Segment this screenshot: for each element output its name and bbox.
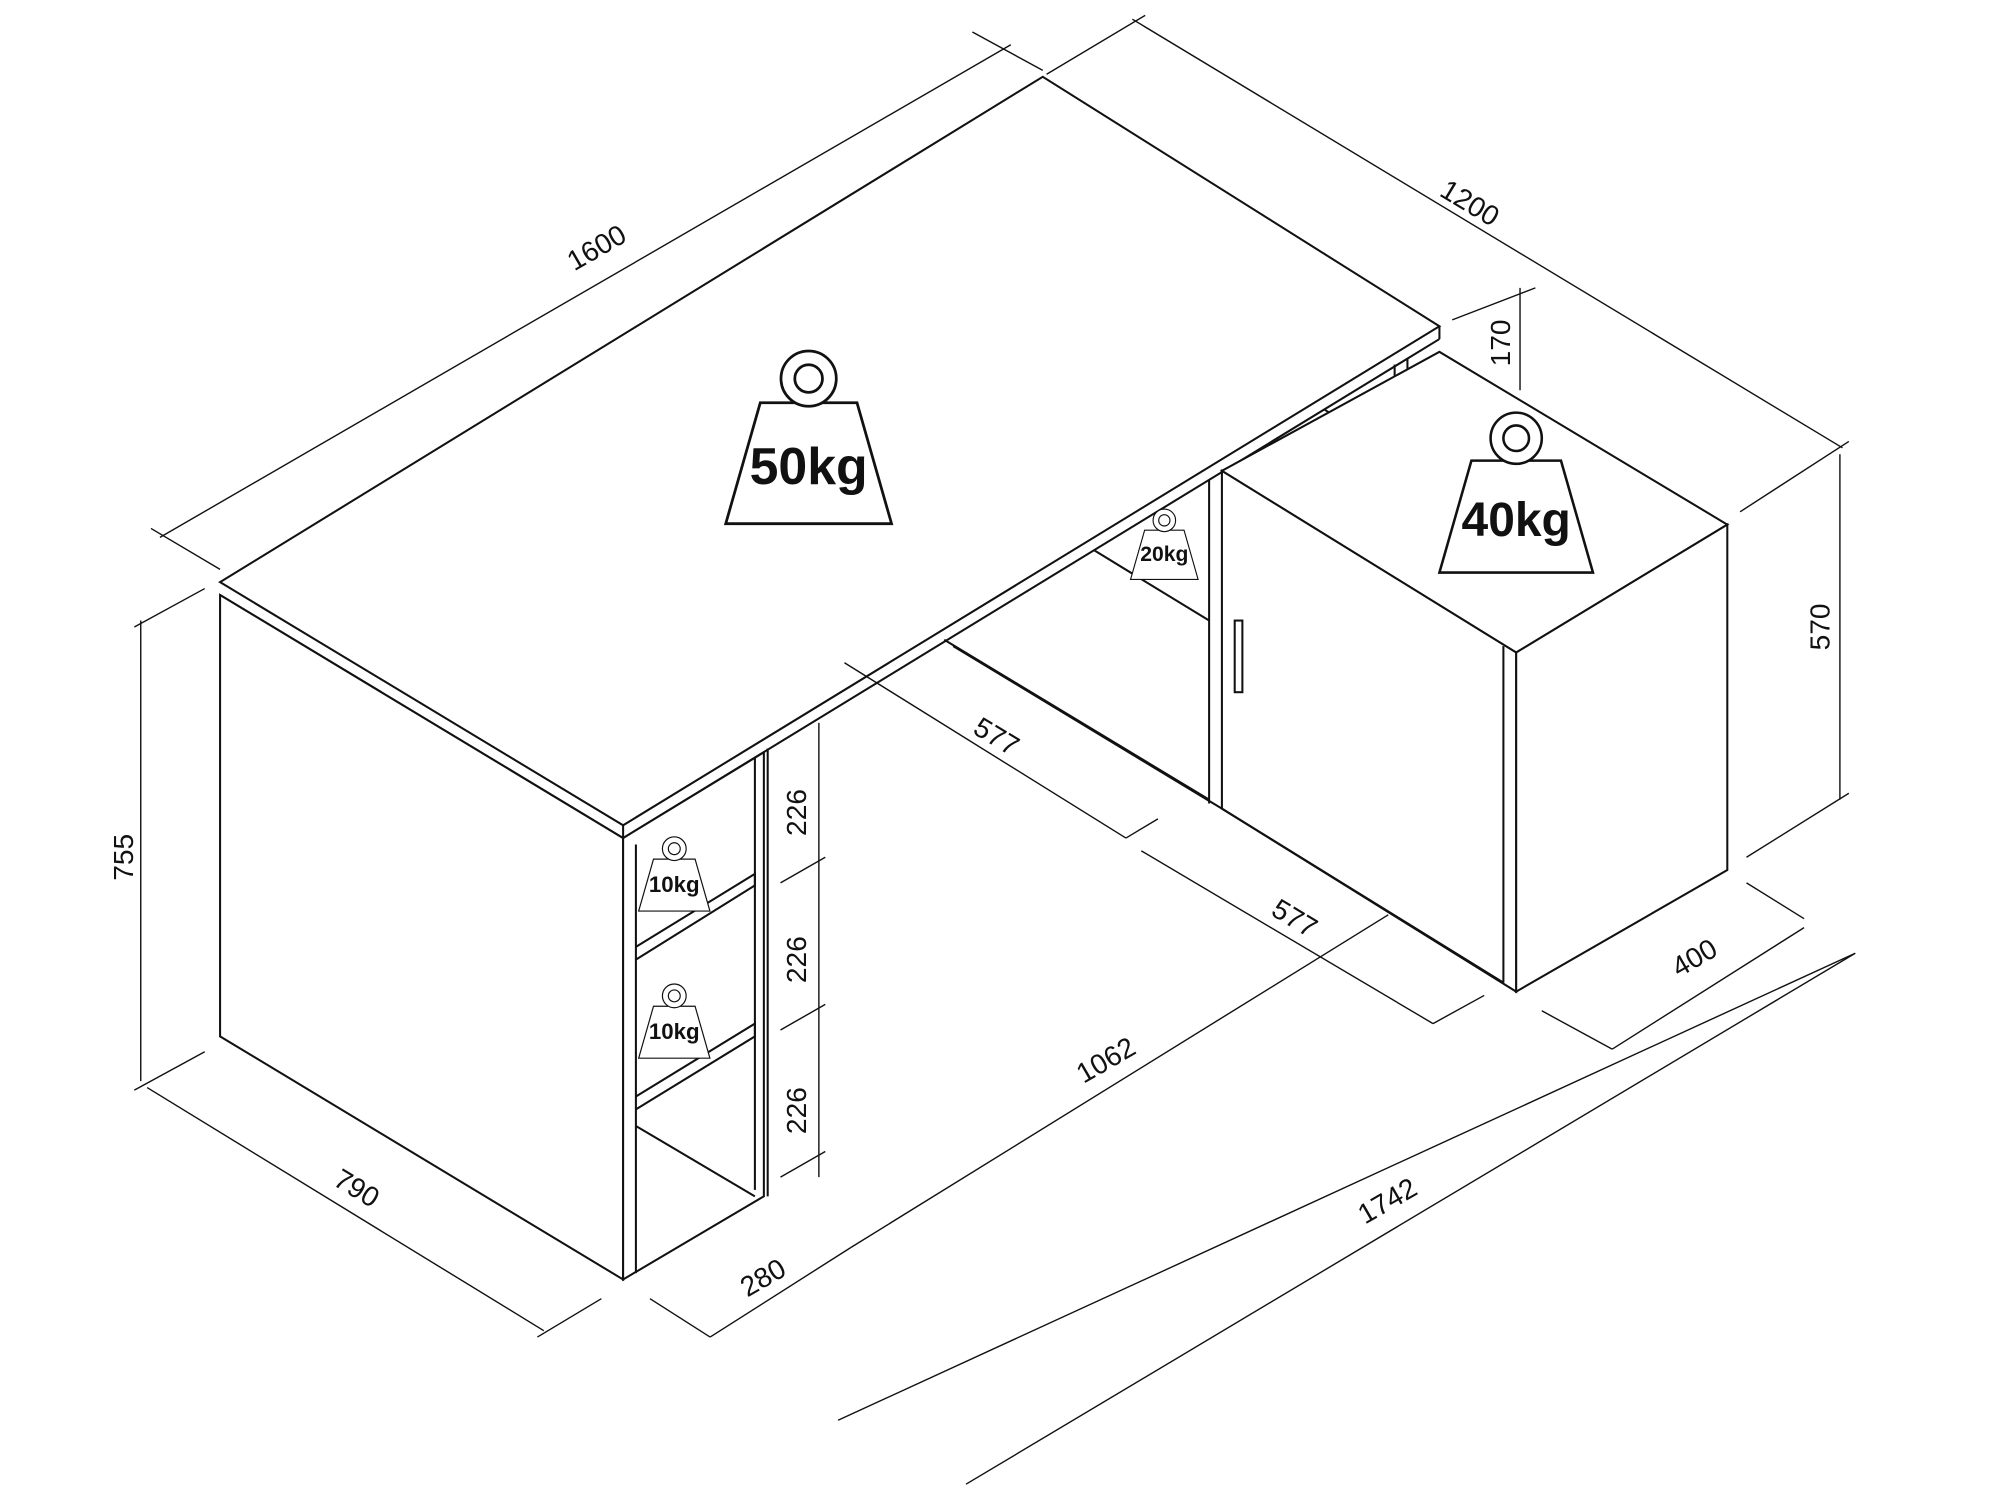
- weight-icon-20kg: 20kg: [1129, 508, 1199, 581]
- weight-label: 20kg: [1140, 543, 1188, 566]
- weight-label: 40kg: [1462, 494, 1571, 547]
- dimension-lines: [134, 14, 1856, 1485]
- dim-226-mid: 226: [781, 936, 812, 983]
- weight-icon-10kg-lower: 10kg: [638, 983, 711, 1059]
- dim-226-bottom: 226: [781, 1087, 812, 1134]
- dim-400: 400: [1666, 933, 1722, 983]
- weight-icon-10kg-upper: 10kg: [638, 836, 711, 912]
- weight-label: 10kg: [649, 872, 700, 897]
- cabinet-side: [1515, 522, 1729, 994]
- dim-790: 790: [329, 1163, 385, 1214]
- weight-icon-40kg: 40kg: [1438, 411, 1595, 574]
- dim-170: 170: [1485, 319, 1516, 366]
- dim-1742: 1742: [1352, 1172, 1422, 1230]
- dim-1600: 1600: [562, 219, 632, 277]
- weight-label: 50kg: [750, 437, 868, 495]
- dim-226-top: 226: [781, 789, 812, 836]
- weight-icon-50kg: 50kg: [724, 349, 893, 526]
- dim-1062: 1062: [1071, 1031, 1141, 1089]
- dim-577-a: 577: [968, 711, 1024, 762]
- weight-label: 10kg: [649, 1019, 700, 1044]
- door-handle: [1233, 619, 1244, 694]
- dim-280: 280: [735, 1252, 791, 1302]
- dim-755: 755: [108, 834, 139, 881]
- dim-577-b: 577: [1267, 893, 1323, 944]
- desk-body: [218, 75, 1730, 1282]
- dim-570: 570: [1805, 603, 1836, 650]
